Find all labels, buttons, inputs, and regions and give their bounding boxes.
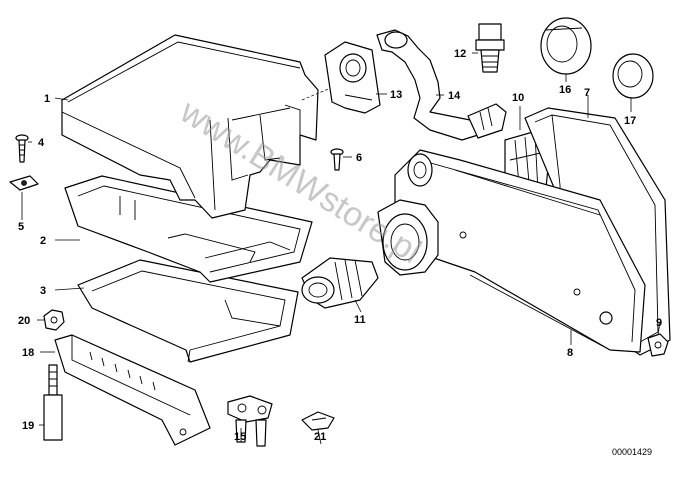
- part-1-housing-cover: [61, 34, 319, 219]
- callout-5: 5: [18, 221, 24, 233]
- part-14-hose: [376, 29, 507, 141]
- part-20-nut: [43, 309, 65, 331]
- part-18-mounting-bracket: [54, 334, 211, 446]
- callout-4: 4: [38, 137, 45, 149]
- part-5-clip-nut: [9, 175, 39, 191]
- callout-labels: 1 2 3 4 5 6 7 8 9 10 11 12 13 14 15 16 1…: [18, 48, 662, 443]
- leader-lines: [21, 52, 661, 445]
- part-6-screw: [330, 148, 344, 171]
- callout-14: 14: [448, 90, 461, 102]
- part-4-screw: [15, 134, 29, 163]
- part-19-stud: [43, 364, 63, 441]
- part-17-seal-ring: [612, 53, 654, 99]
- part-2-middle-tray: [64, 175, 313, 283]
- part-15-valve: [227, 395, 273, 447]
- callout-15: 15: [234, 431, 246, 443]
- part-13-mount-bracket: [324, 41, 381, 114]
- callout-19: 19: [22, 420, 34, 432]
- callout-13: 13: [390, 89, 402, 101]
- callout-11: 11: [354, 314, 366, 326]
- callout-12: 12: [454, 48, 466, 60]
- callout-16: 16: [559, 84, 571, 96]
- document-id: 00001429: [612, 447, 652, 457]
- callout-17: 17: [624, 115, 636, 127]
- callout-7: 7: [584, 87, 590, 99]
- callout-18: 18: [22, 347, 34, 359]
- part-8-filter-housing: [377, 149, 646, 353]
- callout-20: 20: [18, 315, 30, 327]
- part-3-lower-tray: [77, 259, 299, 363]
- part-16-seal-ring: [540, 17, 592, 75]
- part-21-clip: [301, 411, 335, 431]
- callout-1: 1: [44, 93, 50, 105]
- part-12-temperature-sensor: [475, 23, 505, 73]
- callout-6: 6: [356, 152, 362, 164]
- callout-10: 10: [512, 92, 524, 104]
- part-11-intake-bellows: [301, 257, 379, 309]
- callout-9: 9: [656, 317, 662, 329]
- callout-2: 2: [40, 235, 46, 247]
- callout-3: 3: [40, 285, 46, 297]
- callout-21: 21: [314, 431, 326, 443]
- callout-8: 8: [567, 347, 573, 359]
